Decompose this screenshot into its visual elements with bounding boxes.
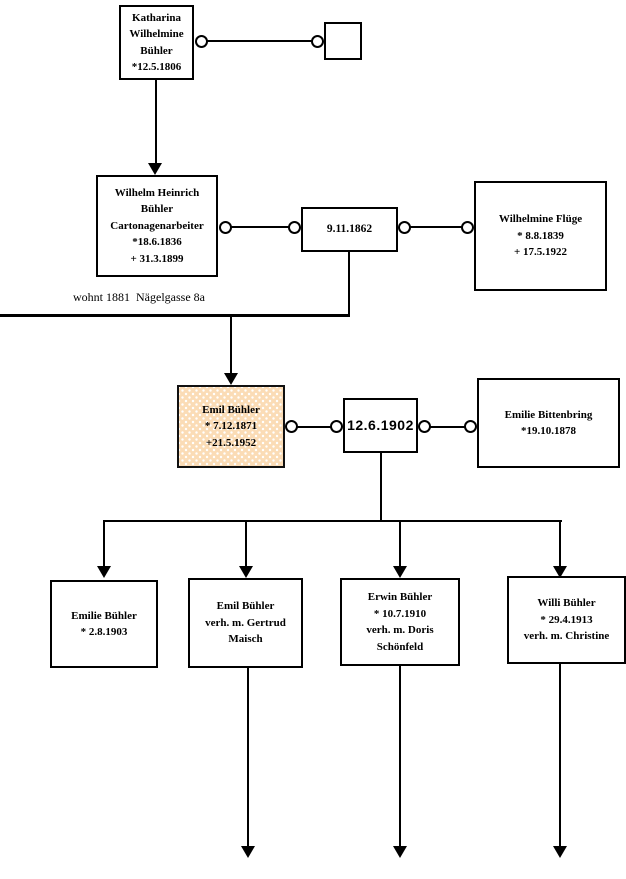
person-name-line: Bühler	[140, 203, 174, 216]
person-box-wilhelm-heinrich-buehler[interactable]: Wilhelm Heinrich Bühler Cartonagenarbeit…	[96, 175, 218, 277]
marriage-connector-line	[404, 226, 468, 228]
person-marriage-line: verh. m. Doris	[366, 624, 434, 636]
person-name-line: Erwin Bühler	[367, 591, 433, 603]
person-birth-line: * 7.12.1871	[204, 420, 258, 433]
person-marriage-line: verh. m. Gertrud	[205, 616, 286, 629]
person-name-line: Willi Bühler	[537, 597, 596, 610]
person-death-line: + 31.3.1899	[130, 252, 184, 265]
arrowhead-down-icon	[393, 846, 407, 858]
marriage-connector-line	[225, 226, 295, 228]
person-name-line: Emil Bühler	[216, 600, 275, 613]
arrowhead-down-icon	[239, 566, 253, 578]
person-name-line: Emilie Bühler	[71, 609, 137, 622]
descent-line	[245, 522, 247, 567]
person-marriage-line: Maisch	[228, 633, 263, 646]
person-birth-line: *19.10.1878	[521, 425, 576, 437]
person-marriage-line: Schönfeld	[376, 640, 424, 653]
person-birth-line: *18.6.1836	[132, 236, 182, 249]
residence-note: wohnt 1881 Nägelgasse 8a	[73, 290, 205, 304]
person-name-line: Bühler	[140, 44, 173, 57]
arrowhead-down-icon	[393, 566, 407, 578]
person-name-line: Katharina	[132, 11, 181, 24]
descent-line	[348, 252, 350, 316]
person-box-unknown-partner[interactable]	[324, 22, 362, 60]
person-box-emil-buehler-jr[interactable]: Emil Bühler verh. m. Gertrud Maisch	[188, 578, 303, 668]
person-marriage-line: verh. m. Christine	[523, 630, 610, 643]
person-birth-line: * 29.4.1913	[540, 613, 593, 626]
marriage-box-wilhelm-wilhelmine[interactable]: 9.11.1862	[301, 207, 398, 252]
person-box-katharina-wilhelmine-buehler[interactable]: Katharina Wilhelmine Bühler *12.5.1806	[119, 5, 194, 80]
spouse-ring-icon	[461, 221, 474, 234]
person-box-erwin-buehler[interactable]: Erwin Bühler * 10.7.1910 verh. m. Doris …	[340, 578, 460, 666]
spouse-ring-icon	[464, 420, 477, 433]
spouse-ring-icon	[288, 221, 301, 234]
marriage-date: 12.6.1902	[347, 417, 414, 433]
arrowhead-down-icon	[97, 566, 111, 578]
descent-line	[399, 666, 401, 846]
marriage-connector-line	[291, 426, 337, 428]
person-birth-line: * 10.7.1910	[373, 607, 427, 620]
person-name-line: Emilie Bittenbring	[504, 408, 593, 421]
spouse-ring-icon	[330, 420, 343, 433]
marriage-box-emil-emilie[interactable]: 12.6.1902	[343, 398, 418, 453]
arrowhead-down-icon	[241, 846, 255, 858]
person-box-emilie-bittenbring[interactable]: Emilie Bittenbring *19.10.1878	[477, 378, 620, 468]
spouse-ring-icon	[398, 221, 411, 234]
person-occupation-line: Cartonagenarbeiter	[110, 219, 204, 232]
descent-line	[559, 522, 561, 567]
arrowhead-down-icon	[224, 373, 238, 385]
marriage-connector-line	[202, 40, 317, 42]
person-name-line: Wilhelm Heinrich	[114, 186, 200, 199]
descent-line	[103, 522, 105, 567]
sibling-line	[103, 520, 562, 522]
descent-line	[155, 80, 157, 164]
person-box-wilhelmine-fluege[interactable]: Wilhelmine Flüge * 8.8.1839 + 17.5.1922	[474, 181, 607, 291]
descent-line	[380, 453, 382, 522]
sibling-line	[0, 314, 350, 317]
descent-line	[230, 317, 232, 374]
person-box-emil-buehler-highlighted[interactable]: Emil Bühler * 7.12.1871 +21.5.1952	[177, 385, 285, 468]
arrowhead-down-icon	[553, 846, 567, 858]
descent-line	[399, 522, 401, 567]
arrowhead-down-icon	[148, 163, 162, 175]
spouse-ring-icon	[418, 420, 431, 433]
descent-line	[559, 664, 561, 846]
person-birth-line: * 2.8.1903	[80, 626, 128, 638]
spouse-ring-icon	[195, 35, 208, 48]
spouse-ring-icon	[285, 420, 298, 433]
person-birth-line: * 8.8.1839	[517, 229, 564, 242]
spouse-ring-icon	[219, 221, 232, 234]
person-name-line: Wilhelmine Flüge	[498, 213, 583, 226]
person-box-emilie-buehler[interactable]: Emilie Bühler * 2.8.1903	[50, 580, 158, 668]
person-box-willi-buehler[interactable]: Willi Bühler * 29.4.1913 verh. m. Christ…	[507, 576, 626, 664]
person-name-line: Emil Bühler	[202, 403, 260, 416]
person-birth-line: *12.5.1806	[131, 61, 182, 73]
descent-line	[247, 668, 249, 846]
person-death-line: + 17.5.1922	[513, 246, 568, 259]
marriage-date: 9.11.1862	[326, 222, 373, 235]
spouse-ring-icon	[311, 35, 324, 48]
arrowhead-down-icon	[553, 566, 567, 578]
marriage-connector-line	[424, 426, 471, 428]
person-name-line: Wilhelmine	[129, 28, 184, 40]
person-death-line: +21.5.1952	[205, 436, 257, 449]
